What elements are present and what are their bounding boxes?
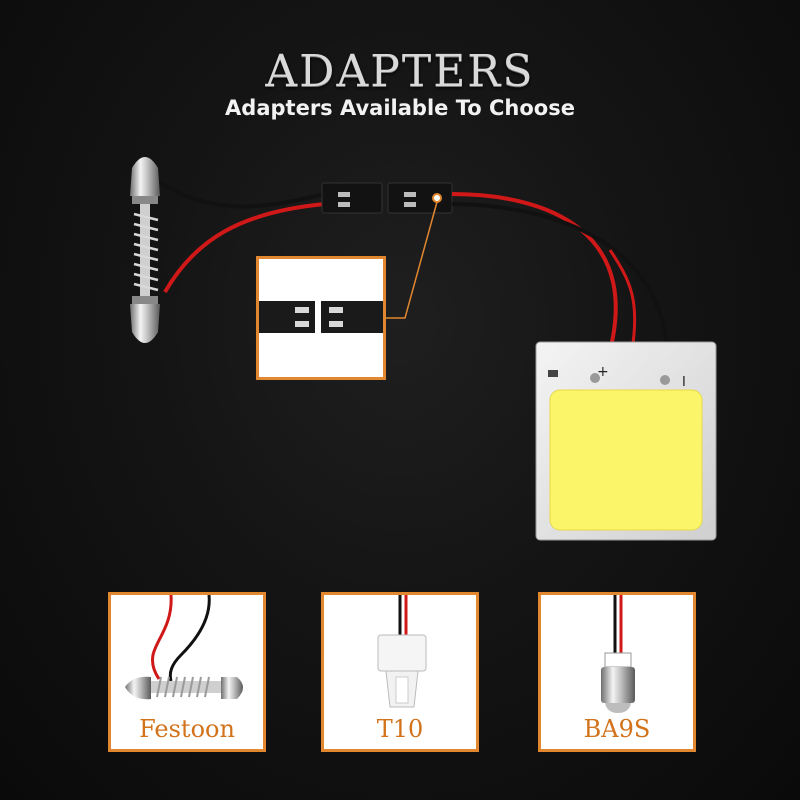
adapter-card-t10: T10 xyxy=(321,592,479,752)
connector-zoom-art xyxy=(259,301,383,333)
connector-zoom-inset xyxy=(256,256,386,380)
page-title: ADAPTERS xyxy=(265,46,535,97)
adapter-card-festoon: Festoon xyxy=(108,592,266,752)
page-subtitle: Adapters Available To Choose xyxy=(225,96,575,120)
adapter-label-festoon: Festoon xyxy=(139,715,235,743)
adapter-label-ba9s: BA9S xyxy=(583,715,651,743)
minus-mark: I xyxy=(682,375,686,390)
callout-line xyxy=(386,201,438,319)
wire-connector xyxy=(321,182,453,214)
red-wire-left xyxy=(163,202,326,294)
plus-mark: + xyxy=(597,364,609,380)
t10-icon xyxy=(377,595,427,708)
black-wire-left xyxy=(158,180,326,209)
adapter-card-ba9s: BA9S xyxy=(538,592,696,752)
adapter-label-t10: T10 xyxy=(376,715,424,743)
ba9s-icon xyxy=(601,595,635,713)
led-board: + I xyxy=(535,341,717,541)
festoon-icon xyxy=(125,595,243,700)
black-wire-right xyxy=(451,202,671,379)
festoon-adapter xyxy=(130,157,160,343)
